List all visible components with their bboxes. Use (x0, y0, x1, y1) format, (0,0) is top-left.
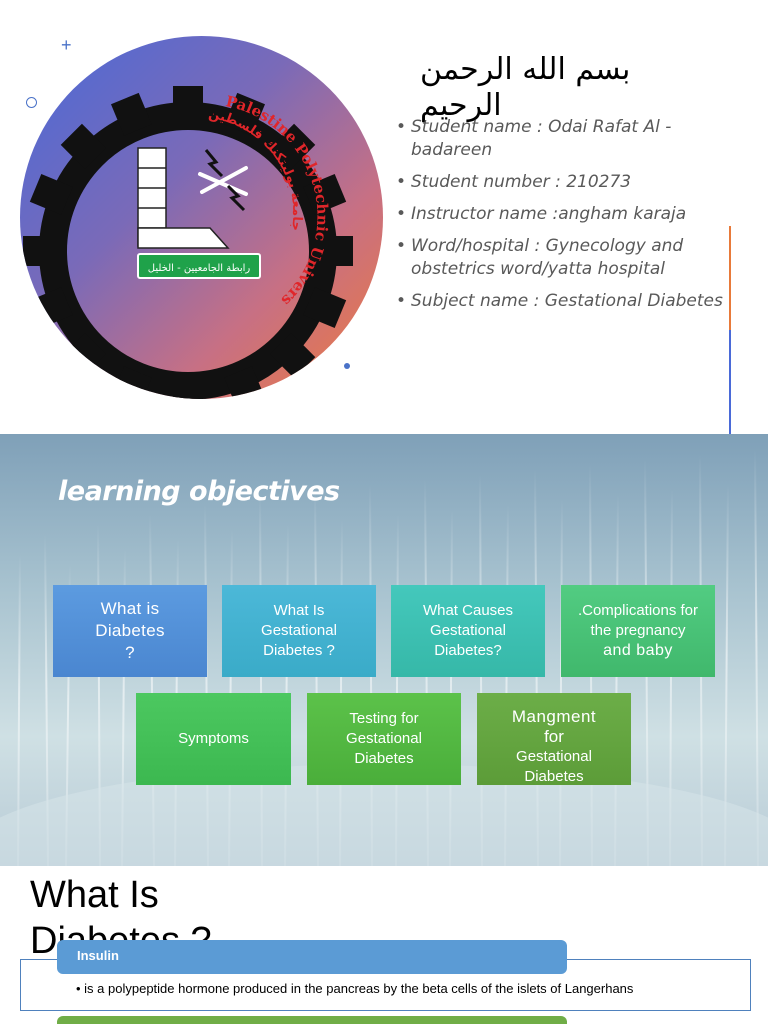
info-student-name: Student name : Odai Rafat Al -badareen (396, 116, 726, 162)
logo-circle-background: رابطة الجامعيين - الخليل Palestine Polyt… (20, 36, 383, 399)
box-line: Mangment (511, 707, 597, 726)
objective-box-what-is-diabetes[interactable]: What is Diabetes ? (53, 585, 207, 677)
box-line: for (544, 727, 564, 746)
dot-decoration-icon (344, 363, 350, 369)
box-line: What Is (273, 602, 325, 619)
accent-line-blue (729, 330, 731, 434)
box-line: What Causes (422, 602, 514, 619)
plus-decoration-icon: + (61, 35, 72, 55)
objective-box-gestational-diabetes[interactable]: What Is Gestational Diabetes ? (222, 585, 376, 677)
logo-banner-text: رابطة الجامعيين - الخليل (148, 263, 251, 274)
box-line: Gestational (261, 622, 337, 639)
box-line: Diabetes ? (263, 642, 335, 659)
info-instructor-name: Instructor name :angham karaja (396, 203, 726, 226)
student-info-list: Student name : Odai Rafat Al -badareen S… (396, 116, 726, 322)
next-panel-header (57, 1016, 567, 1024)
accent-line-orange (729, 226, 731, 330)
objective-box-management[interactable]: Mangment for Gestational Diabetes (477, 693, 631, 785)
arabic-heading: بسم الله الرحمن الرحيم (420, 52, 631, 123)
slide-title: learning objectives (58, 476, 340, 507)
box-line: Gestational (430, 622, 506, 639)
info-hospital: Word/hospital : Gynecology and obstetric… (396, 235, 726, 281)
box-line: the pregnancy (590, 622, 686, 639)
objective-box-causes[interactable]: What Causes Gestational Diabetes? (391, 585, 545, 677)
panel-header: Insulin (57, 940, 567, 974)
box-line: Diabetes (95, 621, 165, 640)
box-line: and baby (603, 642, 673, 659)
objective-box-symptoms[interactable]: Symptoms (136, 693, 291, 785)
box-line: What is (100, 599, 160, 618)
box-line: Diabetes? (434, 642, 502, 659)
info-subject: Subject name : Gestational Diabetes (396, 290, 726, 313)
box-line: Testing for (349, 710, 419, 727)
university-logo-icon: رابطة الجامعيين - الخليل Palestine Polyt… (20, 36, 353, 399)
what-is-diabetes-slide: What Is Diabetes ? Insulin is a polypept… (0, 866, 768, 1024)
box-line: .Complications for (577, 602, 699, 619)
box-line: Diabetes (524, 768, 584, 785)
objective-box-testing[interactable]: Testing for Gestational Diabetes (307, 693, 461, 785)
bullet-text: is a polypeptide hormone produced in the… (76, 981, 633, 996)
box-line: ? (125, 643, 135, 662)
box-line: Symptoms (178, 730, 249, 747)
objective-box-complications[interactable]: .Complications for the pregnancy and bab… (561, 585, 715, 677)
info-student-number: Student number : 210273 (396, 171, 726, 194)
box-line: Diabetes (354, 750, 414, 767)
learning-objectives-slide: learning objectives What is Diabetes ? W… (0, 434, 768, 866)
box-line: Gestational (516, 748, 592, 765)
ring-decoration-icon (26, 97, 37, 108)
box-line: Gestational (346, 730, 422, 747)
title-slide: + (0, 0, 768, 434)
